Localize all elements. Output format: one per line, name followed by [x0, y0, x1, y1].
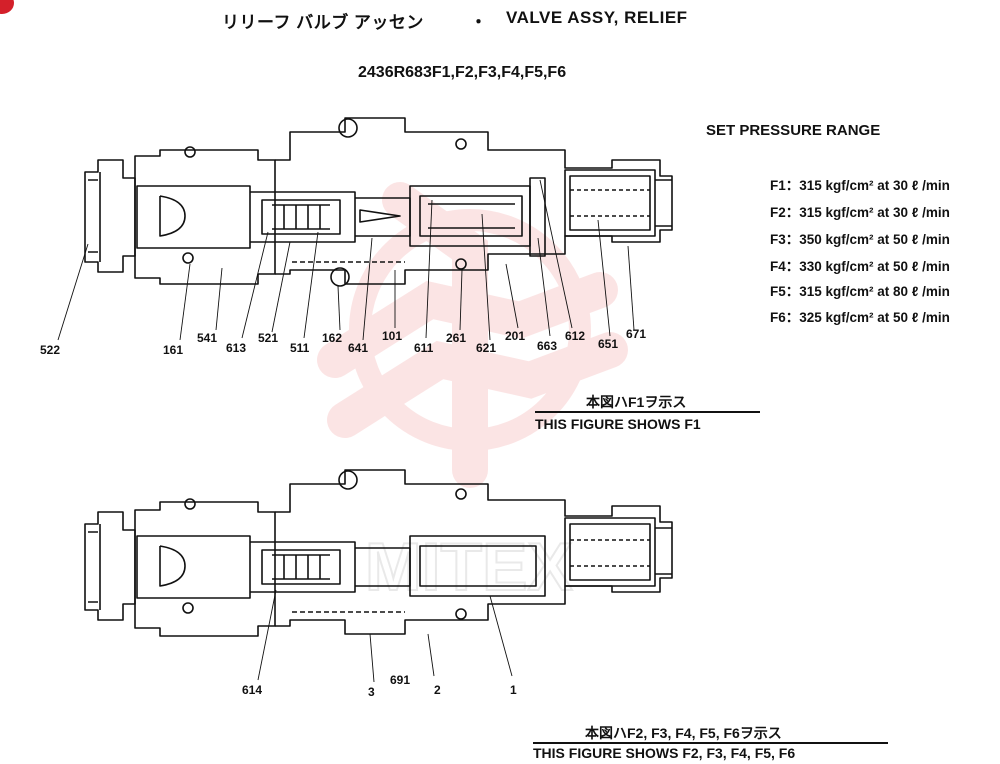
label-161: 161	[163, 343, 184, 357]
pressure-row-f4: F4：330 kgf/cm² at 50 ℓ /min	[770, 259, 950, 274]
pressure-row-f3: F3：350 kgf/cm² at 50 ℓ /min	[770, 232, 950, 247]
figure-1-caption-jp: 本図ハF1ヲ示ス	[586, 394, 687, 410]
figure-1-caption-rule	[535, 411, 760, 413]
label-2: 2	[434, 683, 441, 697]
figure-1-cross-section	[84, 117, 673, 287]
label-691: 691	[390, 673, 411, 687]
label-612: 612	[565, 329, 586, 343]
label-663: 663	[537, 339, 558, 353]
label-3: 3	[368, 685, 375, 699]
watermark-label: MITEX	[365, 529, 573, 605]
figure-1-caption-en: THIS FIGURE SHOWS F1	[535, 416, 701, 432]
pressure-heading: SET PRESSURE RANGE	[706, 122, 881, 139]
label-613: 613	[226, 341, 247, 355]
label-611: 611	[414, 341, 434, 355]
label-1: 1	[510, 683, 517, 697]
pressure-row-f6: F6：325 kgf/cm² at 50 ℓ /min	[770, 310, 950, 325]
label-522: 522	[40, 343, 61, 357]
label-511: 511	[290, 341, 310, 355]
figure-2-caption-jp: 本図ハF2, F3, F4, F5, F6ヲ示ス	[585, 725, 782, 741]
figure-2-caption-en: THIS FIGURE SHOWS F2, F3, F4, F5, F6	[533, 745, 796, 761]
figure-2-leaders	[257, 589, 513, 683]
title-japanese: リリーフ バルブ アッセン	[222, 13, 424, 32]
pressure-row-f2: F2：315 kgf/cm² at 30 ℓ /min	[770, 205, 950, 220]
corner-badge	[0, 0, 14, 14]
label-261: 261	[446, 331, 467, 345]
label-671: 671	[626, 327, 647, 341]
label-162: 162	[322, 331, 343, 345]
figure-2-cross-section	[84, 469, 673, 637]
title-english: VALVE ASSY, RELIEF	[506, 8, 688, 27]
label-101: 101	[382, 329, 403, 343]
pressure-row-f5: F5：315 kgf/cm² at 80 ℓ /min	[770, 284, 950, 299]
label-641: 641	[348, 341, 369, 355]
watermark-gear	[317, 182, 628, 488]
label-541: 541	[197, 331, 218, 345]
pressure-row-f1: F1：315 kgf/cm² at 30 ℓ /min	[770, 178, 950, 193]
title-separator: ・	[470, 13, 488, 32]
label-201: 201	[505, 329, 526, 343]
label-651: 651	[598, 337, 619, 351]
figure-2-caption-rule	[533, 742, 888, 744]
label-621: 621	[476, 341, 497, 355]
label-521: 521	[258, 331, 279, 345]
watermark-text: MITEX	[364, 528, 574, 606]
label-614: 614	[242, 683, 263, 697]
part-number: 2436R683F1,F2,F3,F4,F5,F6	[358, 64, 567, 81]
figure-1-leaders	[57, 179, 635, 341]
